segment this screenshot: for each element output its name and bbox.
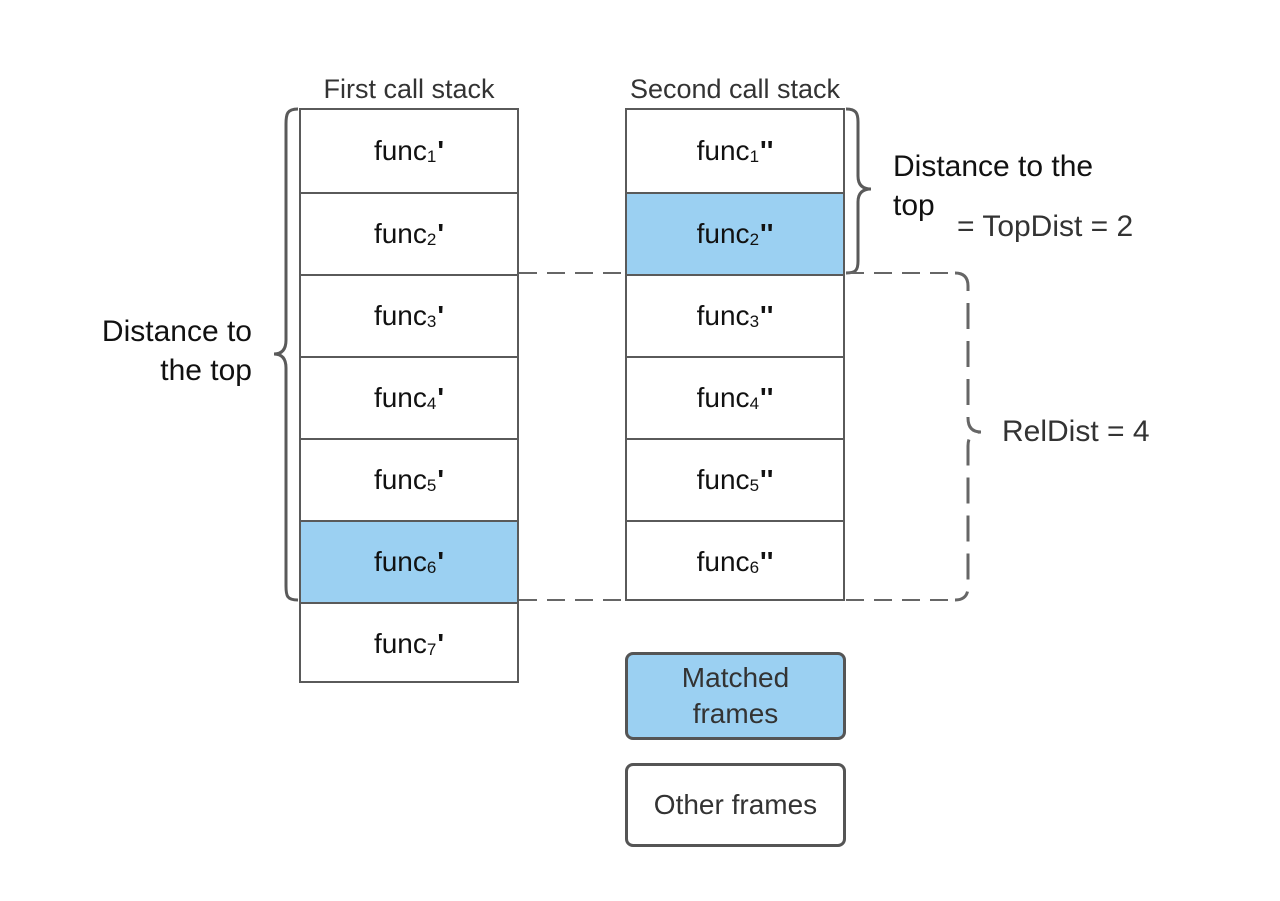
frame-index: 4 xyxy=(426,394,437,413)
legend-matched-line2: frames xyxy=(692,698,779,729)
frame-index: 5 xyxy=(749,476,760,495)
first-stack-title: First call stack xyxy=(323,74,495,104)
frame-name: func xyxy=(373,300,427,331)
frame-index: 2 xyxy=(426,230,437,249)
right-distance-brace xyxy=(845,107,872,275)
frame-prime-mark: ' xyxy=(437,464,445,495)
frame-name: func xyxy=(696,218,750,249)
left-distance-brace xyxy=(273,107,299,602)
frame-name: func xyxy=(696,546,750,577)
frame-index: 3 xyxy=(426,312,437,331)
frame-index: 1 xyxy=(749,147,760,166)
right-distance-line1: Distance to the xyxy=(893,150,1094,183)
frame-name: func xyxy=(373,546,427,577)
frame-name: func xyxy=(373,218,427,249)
frame-prime-mark: '' xyxy=(760,464,774,495)
topdist-label: = TopDist = 2 xyxy=(957,210,1134,243)
frame-prime-mark: '' xyxy=(760,546,774,577)
frame-prime-mark: ' xyxy=(437,546,445,577)
frame-prime-mark: ' xyxy=(437,135,445,166)
frame-name: func xyxy=(373,382,427,413)
frame-index: 6 xyxy=(749,558,760,577)
frame-prime-mark: ' xyxy=(437,382,445,413)
second-stack-title: Second call stack xyxy=(629,74,841,104)
legend-matched-line1: Matched xyxy=(681,662,790,693)
frame-index: 5 xyxy=(426,476,437,495)
left-distance-line1: Distance to xyxy=(101,315,252,348)
frame-name: func xyxy=(696,382,750,413)
frame-prime-mark: '' xyxy=(760,218,774,249)
reldist-brace xyxy=(954,271,982,602)
right-distance-label: Distance to the top xyxy=(893,147,1093,225)
legend-other-frames: Other frames xyxy=(625,763,846,847)
frame-prime-mark: ' xyxy=(437,628,445,659)
frame-index: 7 xyxy=(426,640,437,659)
frame-index: 6 xyxy=(426,558,437,577)
right-distance-line2: top xyxy=(893,189,935,222)
frame-name: func xyxy=(373,628,427,659)
frame-name: func xyxy=(696,464,750,495)
left-distance-line2: the top xyxy=(160,354,252,387)
reldist-label: RelDist = 4 xyxy=(1002,415,1150,448)
frame-prime-mark: '' xyxy=(760,382,774,413)
frame-prime-mark: ' xyxy=(437,218,445,249)
frame-name: func xyxy=(373,135,427,166)
frame-name: func xyxy=(696,135,750,166)
left-distance-label: Distance to the top xyxy=(102,312,252,390)
legend-matched-frames: Matched frames xyxy=(625,652,846,740)
frame-index: 1 xyxy=(426,147,437,166)
frame-name: func xyxy=(373,464,427,495)
frame-prime-mark: ' xyxy=(437,300,445,331)
frame-index: 3 xyxy=(749,312,760,331)
frame-index: 4 xyxy=(749,394,760,413)
frame-prime-mark: '' xyxy=(760,135,774,166)
frame-index: 2 xyxy=(749,230,760,249)
frame-name: func xyxy=(696,300,750,331)
frame-prime-mark: '' xyxy=(760,300,774,331)
